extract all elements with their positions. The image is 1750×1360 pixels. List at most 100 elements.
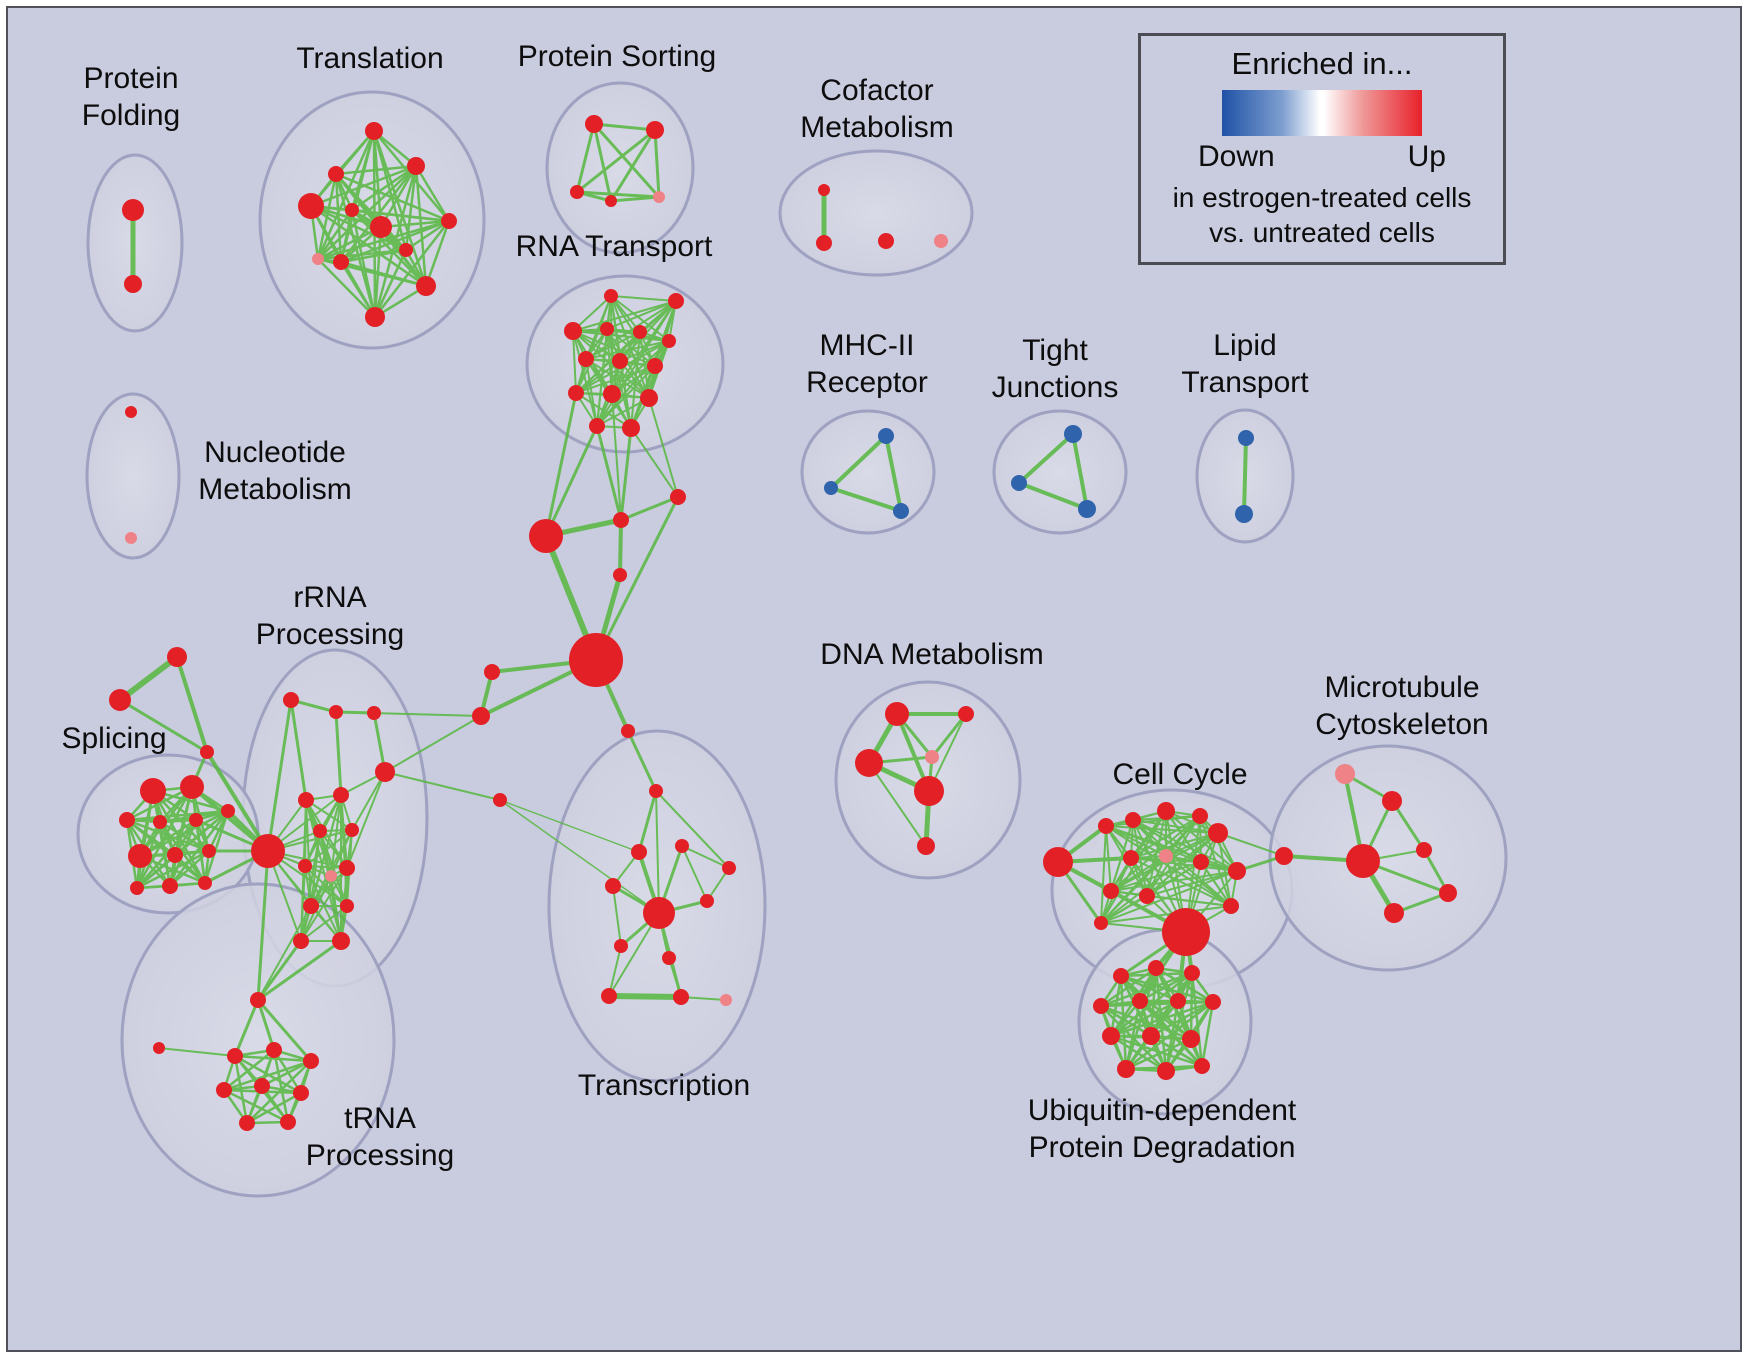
network-node-x1 bbox=[621, 724, 635, 738]
network-edge bbox=[499, 799, 660, 914]
network-node-mh1 bbox=[878, 428, 894, 444]
cluster-ellipse-tight-junctions bbox=[992, 409, 1128, 535]
network-edge bbox=[626, 729, 658, 793]
network-node-x9 bbox=[601, 988, 617, 1004]
network-node-rr3 bbox=[367, 706, 381, 720]
network-node-cc5 bbox=[1192, 808, 1208, 824]
network-edge bbox=[309, 204, 428, 288]
network-node-tl8 bbox=[312, 253, 324, 265]
network-edge bbox=[266, 698, 293, 853]
network-edge bbox=[346, 771, 386, 869]
network-node-nm2 bbox=[125, 532, 137, 544]
network-edge bbox=[300, 865, 306, 942]
network-node-rt14 bbox=[622, 419, 640, 437]
network-node-lc2 bbox=[472, 707, 490, 725]
network-node-tl9 bbox=[416, 276, 436, 296]
cluster-ellipse-nucleotide-metabolism bbox=[85, 392, 181, 560]
network-node-sp8 bbox=[167, 847, 183, 863]
network-edge bbox=[256, 998, 276, 1052]
network-edge bbox=[256, 939, 343, 1002]
network-node-cc11 bbox=[1103, 883, 1119, 899]
network-edge bbox=[316, 225, 383, 261]
network-edge bbox=[1138, 971, 1194, 1003]
network-edge bbox=[829, 486, 903, 513]
network-edge bbox=[272, 1048, 290, 1124]
network-node-ps1 bbox=[585, 115, 603, 133]
network-edge bbox=[222, 1059, 313, 1092]
network-edge bbox=[384, 771, 501, 801]
network-node-lt2 bbox=[1235, 505, 1253, 523]
network-node-tn8 bbox=[239, 1115, 255, 1131]
network-edge bbox=[222, 1048, 276, 1092]
network-node-cc2 bbox=[1098, 818, 1114, 834]
network-node-sp12 bbox=[130, 881, 144, 895]
network-node-cc9 bbox=[1193, 854, 1209, 870]
legend-caption-line2: vs. untreated cells bbox=[1209, 217, 1435, 248]
network-node-mc5 bbox=[1416, 842, 1432, 858]
network-edge bbox=[606, 328, 656, 367]
network-node-sp6 bbox=[221, 804, 235, 818]
legend-box: Enriched in... Down Up in estrogen-treat… bbox=[1138, 33, 1506, 265]
network-node-x8 bbox=[662, 951, 676, 965]
network-edge bbox=[316, 257, 377, 319]
network-edge bbox=[1130, 857, 1238, 872]
network-edge bbox=[372, 711, 387, 774]
network-edge bbox=[309, 164, 418, 208]
network-node-tl12 bbox=[345, 203, 359, 217]
network-node-tn5 bbox=[216, 1082, 232, 1098]
network-edge bbox=[609, 195, 661, 203]
cluster-ellipse-mhc-ii-receptor bbox=[800, 409, 936, 535]
network-edge bbox=[350, 208, 377, 319]
legend-gradient-bar bbox=[1222, 90, 1422, 136]
network-edge bbox=[1100, 855, 1167, 924]
network-node-cf4 bbox=[934, 234, 948, 248]
network-edge bbox=[138, 809, 230, 858]
network-node-tl7 bbox=[333, 254, 349, 270]
network-edge bbox=[575, 122, 596, 194]
network-node-rt1 bbox=[604, 289, 618, 303]
network-node-ps5 bbox=[653, 191, 665, 203]
network-node-x5 bbox=[605, 878, 621, 894]
network-node-rr1 bbox=[283, 692, 299, 708]
network-node-cc13 bbox=[1223, 898, 1239, 914]
network-edge bbox=[1124, 1000, 1215, 1071]
network-node-pf1 bbox=[122, 199, 144, 221]
network-node-rrHub bbox=[251, 834, 285, 868]
network-edge bbox=[1124, 1037, 1193, 1071]
network-node-ub6 bbox=[1170, 993, 1186, 1009]
network-node-x11 bbox=[720, 994, 732, 1006]
network-edge bbox=[1200, 1000, 1215, 1068]
network-node-ub3 bbox=[1184, 965, 1200, 981]
network-node-x3 bbox=[631, 844, 647, 860]
network-node-x4 bbox=[675, 839, 689, 853]
network-edge bbox=[135, 853, 177, 890]
network-edge bbox=[339, 208, 354, 264]
network-edge bbox=[1132, 819, 1238, 872]
network-edge bbox=[1200, 861, 1232, 907]
network-edge bbox=[610, 295, 670, 342]
network-node-tl4 bbox=[407, 157, 425, 175]
cluster-ellipse-protein-sorting bbox=[545, 81, 695, 255]
network-edge bbox=[256, 849, 270, 1002]
network-node-rr12 bbox=[303, 898, 319, 914]
network-node-x10 bbox=[673, 989, 689, 1005]
network-node-pf2 bbox=[124, 275, 142, 293]
network-node-mh2 bbox=[824, 481, 838, 495]
network-edge bbox=[257, 905, 312, 1001]
network-node-tn4 bbox=[303, 1053, 319, 1069]
network-edge bbox=[829, 434, 888, 490]
network-node-cc7 bbox=[1123, 850, 1139, 866]
network-node-cf1 bbox=[818, 184, 830, 196]
cluster-ellipse-trna-processing bbox=[120, 882, 396, 1198]
network-node-rr11 bbox=[339, 860, 355, 876]
network-edge bbox=[596, 340, 670, 427]
network-node-sp9 bbox=[202, 844, 216, 858]
network-edge bbox=[575, 190, 661, 199]
network-edge bbox=[1099, 966, 1158, 1008]
network-node-dm6 bbox=[917, 837, 935, 855]
network-edge bbox=[572, 330, 621, 362]
network-node-ub2 bbox=[1148, 960, 1164, 976]
cluster-ellipse-cofactor-metabolism bbox=[778, 149, 974, 277]
